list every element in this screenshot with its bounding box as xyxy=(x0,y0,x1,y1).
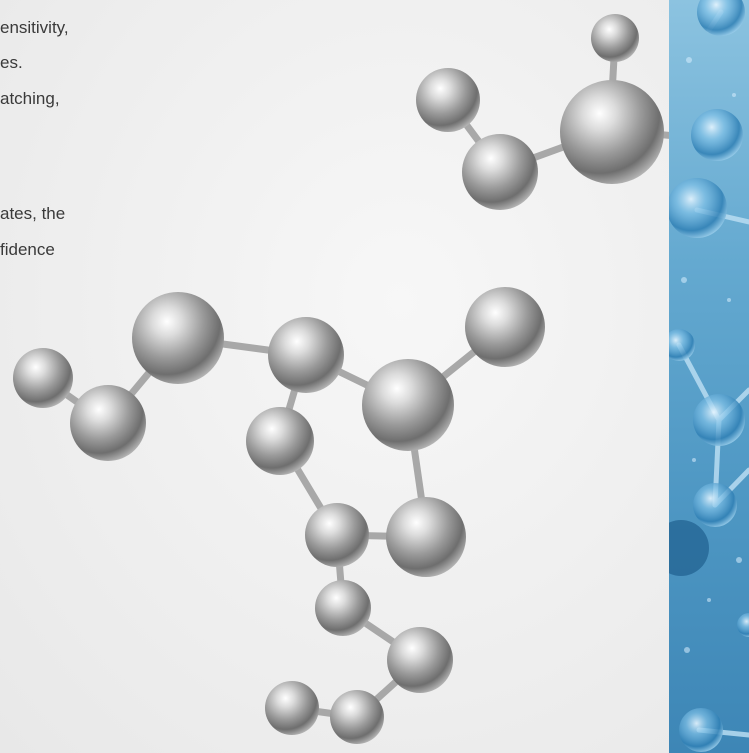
body-text-line-1: ensitivity, xyxy=(0,18,69,37)
molecule-bottom-atoms xyxy=(13,287,545,744)
body-text-line-5: fidence xyxy=(0,240,55,259)
body-text-line-3: atching, xyxy=(0,89,60,108)
molecule-top-atoms xyxy=(416,14,664,210)
water-molecule-illustration xyxy=(669,0,749,752)
body-text-line-4: ates, the xyxy=(0,204,66,223)
body-text-line-2: es. xyxy=(0,53,23,72)
molecule-illustration xyxy=(13,14,669,744)
blue-molecule-panel xyxy=(669,0,749,753)
